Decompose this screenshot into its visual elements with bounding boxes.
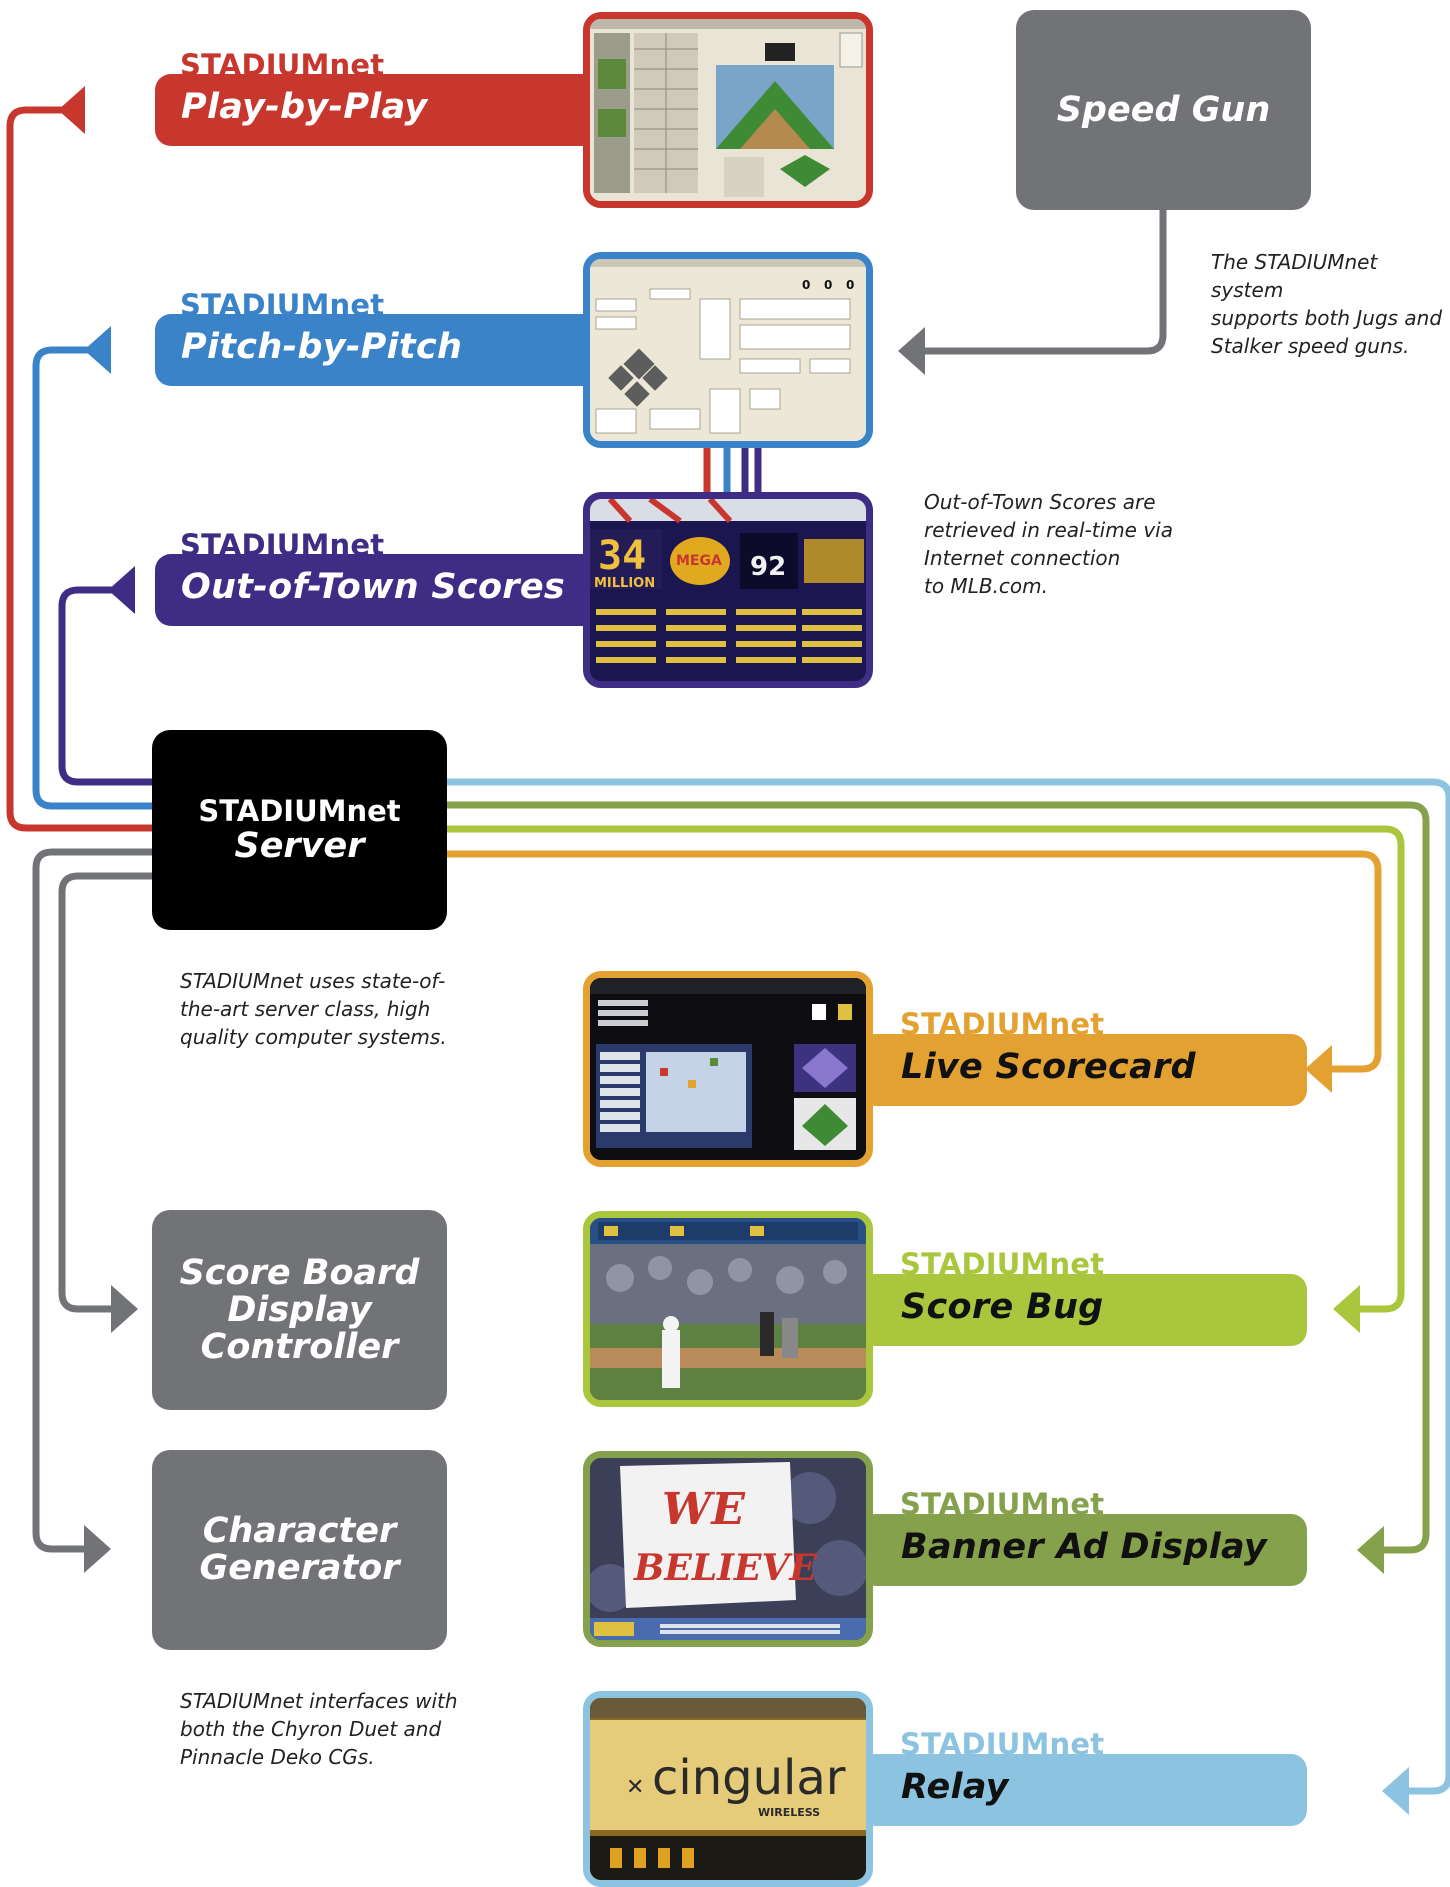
scoreboard-mega: MEGA (676, 553, 722, 569)
line-relay (447, 778, 1450, 1795)
char-gen-line1: Character (202, 1511, 397, 1551)
arrow-scoreboard (111, 1285, 138, 1333)
character-generator-box[interactable]: Character Generator (152, 1450, 447, 1650)
thumb-score-bug (583, 1211, 873, 1407)
output-play-by-play[interactable]: Play-by-Play (155, 74, 600, 146)
arrow-play-by-play (58, 86, 85, 134)
line-char-gen (32, 848, 152, 1553)
line-out-of-town (58, 586, 152, 786)
arrow-relay (1382, 1767, 1409, 1815)
score-board-controller-box[interactable]: Score Board Display Controller (152, 1210, 447, 1410)
relay-brand-text: cingular (652, 1750, 846, 1806)
line-live-scorecard (447, 850, 1382, 1073)
output-label: Score Bug (901, 1287, 1104, 1327)
thumb-play-by-play (583, 12, 873, 208)
output-label: Banner Ad Display (901, 1527, 1267, 1567)
server-line2: Server (234, 826, 365, 866)
arrow-char-gen (84, 1525, 111, 1573)
thumb-banner-ad: WE BELIEVE (583, 1451, 873, 1647)
note-server: STADIUMnet uses state-of- the-art server… (180, 969, 447, 1049)
speed-gun-label: Speed Gun (1056, 89, 1271, 130)
line-pitch-by-pitch (32, 346, 152, 810)
stadiumnet-server-box[interactable]: STADIUMnet Server (152, 730, 447, 930)
scoreboard-speed: 92 (750, 552, 786, 582)
score-board-line2: Display (227, 1289, 372, 1330)
output-relay[interactable]: Relay (860, 1754, 1307, 1826)
scoreboard-left-number: 34 (598, 533, 646, 579)
output-label: Play-by-Play (181, 87, 428, 127)
thumb-out-of-town: 34 MILLION MEGA 92 (583, 492, 873, 688)
note-speed-gun: The STADIUMnet system supports both Jugs… (1211, 250, 1443, 358)
output-label: Live Scorecard (901, 1047, 1196, 1087)
char-gen-line2: Generator (199, 1548, 400, 1588)
output-label: Pitch-by-Pitch (181, 327, 463, 367)
scoreboard-million: MILLION (594, 576, 655, 591)
score-board-line3: Controller (200, 1326, 399, 1367)
banner-sign-line2: BELIEVE (633, 1547, 817, 1589)
speed-gun-box[interactable]: Speed Gun (1016, 10, 1311, 210)
output-out-of-town-scores[interactable]: Out-of-Town Scores (155, 554, 600, 626)
svg-text:0: 0 (846, 278, 854, 292)
line-play-by-play (6, 106, 152, 832)
arrow-speed-gun (898, 327, 925, 375)
line-speed-gun (922, 210, 1167, 355)
line-score-bug (447, 825, 1405, 1313)
line-banner (447, 801, 1430, 1554)
arrow-pitch-by-pitch (84, 326, 111, 374)
note-character-generator: STADIUMnet interfaces with both the Chyr… (180, 1689, 458, 1769)
arrow-out-of-town (108, 566, 135, 614)
relay-x-mark: ✕ (626, 1775, 644, 1800)
output-label: Out-of-Town Scores (181, 567, 566, 607)
line-scoreboard (58, 872, 152, 1313)
relay-sub-text: WIRELESS (758, 1806, 820, 1819)
thumb-live-scorecard (583, 971, 873, 1167)
output-pitch-by-pitch[interactable]: Pitch-by-Pitch (155, 314, 600, 386)
output-label: Relay (901, 1767, 1009, 1807)
arrow-banner (1357, 1526, 1384, 1574)
output-live-scorecard[interactable]: Live Scorecard (860, 1034, 1307, 1106)
server-line1: STADIUMnet (198, 794, 401, 828)
thumb-relay: ✕ cingular WIRELESS (583, 1691, 873, 1887)
banner-sign-line1: WE (662, 1484, 746, 1535)
score-board-line1: Score Board (179, 1252, 420, 1293)
arrow-live-scorecard (1305, 1045, 1332, 1093)
note-out-of-town-scores: Out-of-Town Scores are retrieved in real… (924, 490, 1173, 598)
svg-text:0: 0 (802, 278, 810, 292)
output-banner-ad-display[interactable]: Banner Ad Display (860, 1514, 1307, 1586)
output-score-bug[interactable]: Score Bug (860, 1274, 1307, 1346)
svg-text:0: 0 (824, 278, 832, 292)
arrow-score-bug (1333, 1285, 1360, 1333)
